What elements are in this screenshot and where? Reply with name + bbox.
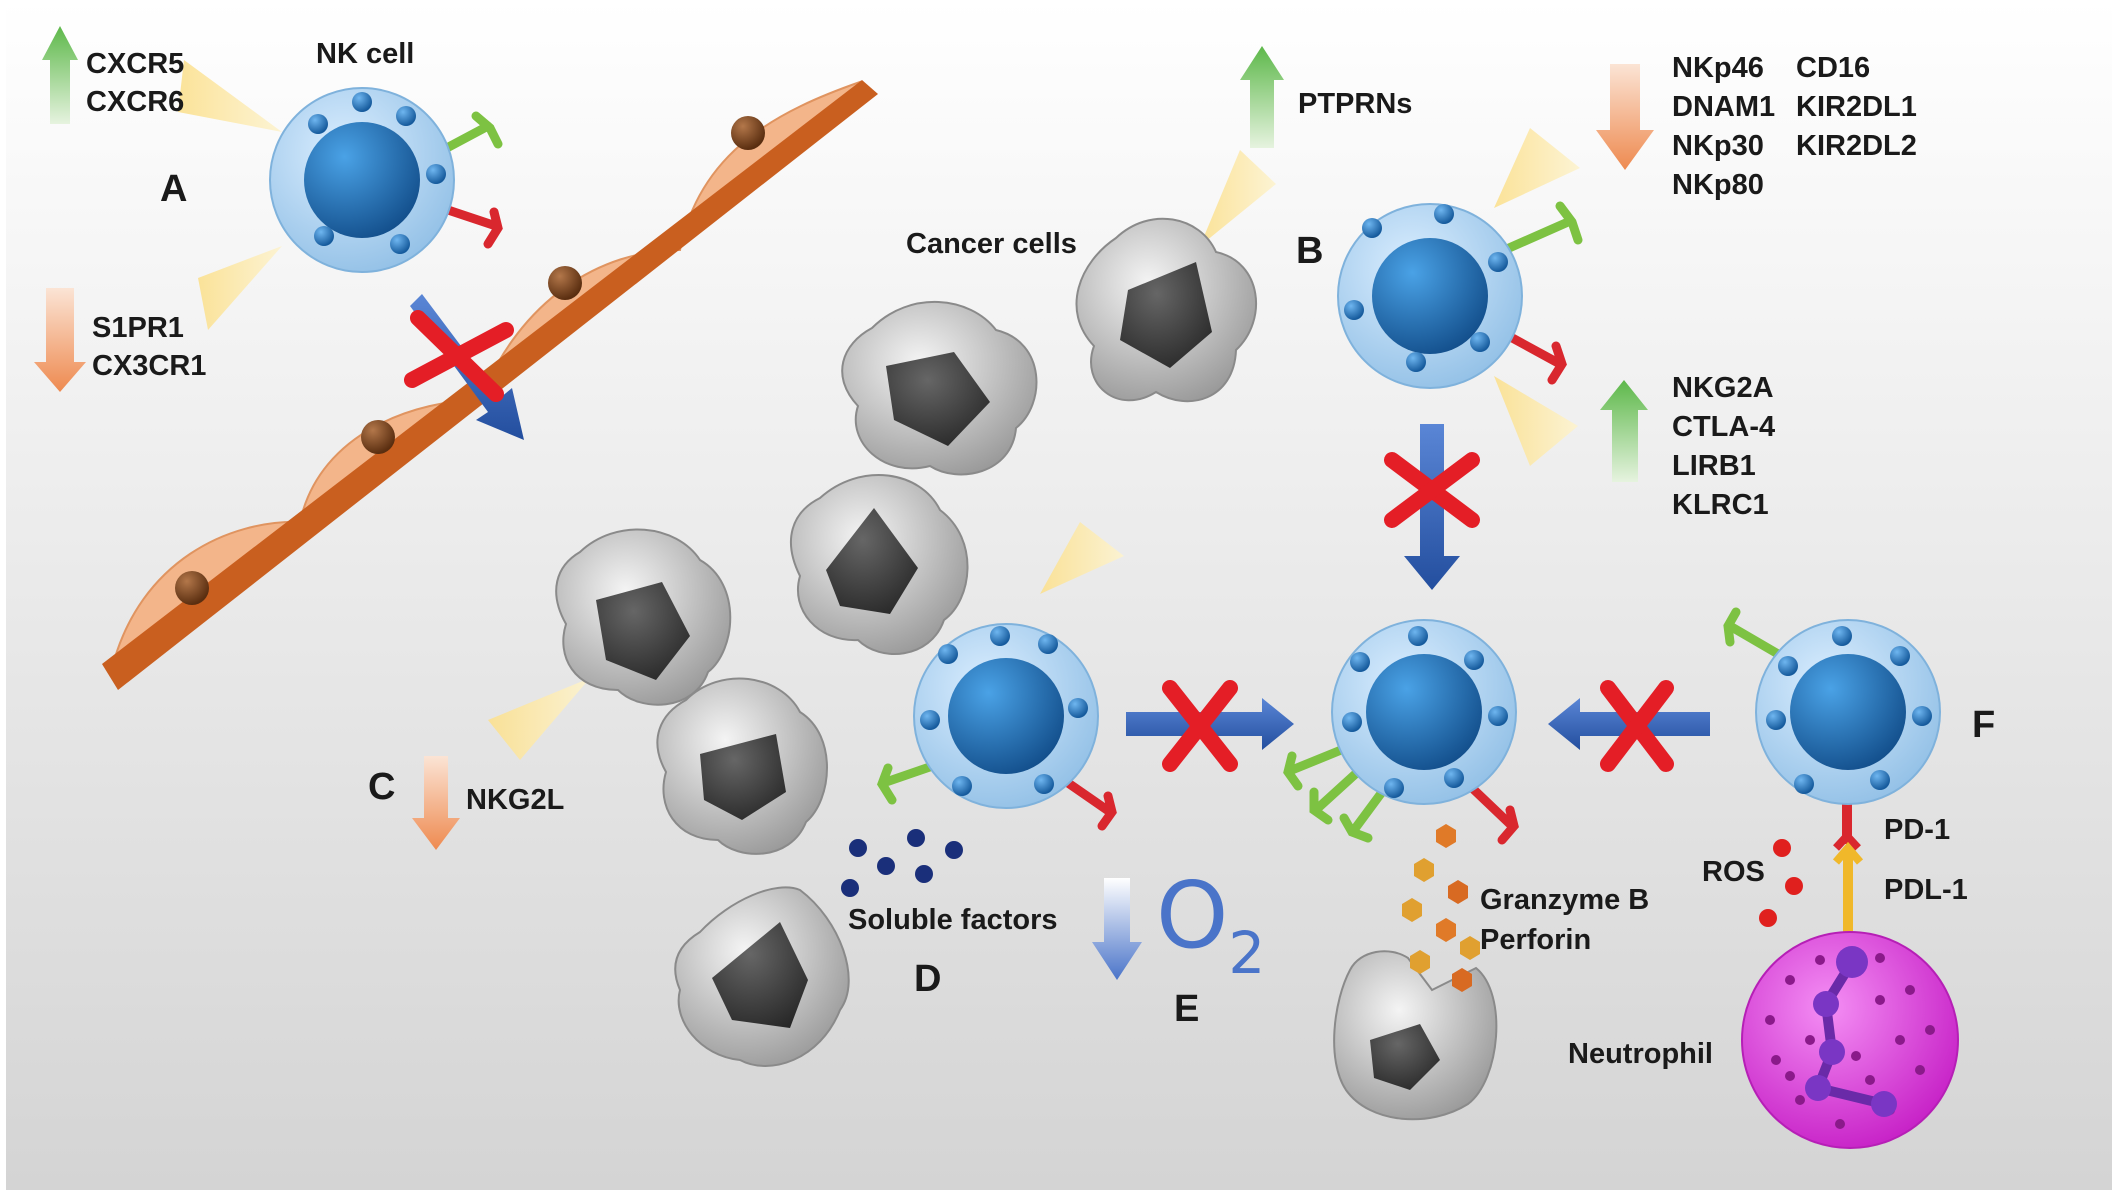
neutrophil-label: Neutrophil [1568,1038,1713,1070]
cone-a-top [178,60,282,132]
nk-cell-label: NK cell [316,38,415,70]
oxygen-label: O2 [1156,870,1265,983]
marker-down-b-3: NKp30 [1672,130,1764,162]
marker-up-b-4: KLRC1 [1672,489,1769,521]
marker-up-b-1: NKG2A [1672,372,1774,404]
marker-down-a-1: S1PR1 [92,312,184,344]
receptor-red [1465,781,1519,845]
pd1-label: PD-1 [1884,814,1951,846]
neutrophil [1741,841,1959,1149]
receptor-green [1309,763,1367,825]
down-arrow-c [412,756,460,850]
soluble-factors-label: Soluble factors [848,904,1058,936]
block-x-icon [1162,680,1238,772]
blocked-arrow-f [1548,680,1710,772]
marker-down-b-5: CD16 [1796,52,1871,84]
down-arrow-o2 [1092,878,1142,980]
cone-c [488,678,590,760]
marker-up-b-2: CTLA-4 [1672,411,1776,443]
cancer-cell [789,474,969,655]
down-arrow-b [1596,64,1654,170]
marker-down-a-2: CX3CR1 [92,350,207,382]
oxygen-symbol: O [1156,862,1229,969]
cancer-cell [656,677,828,855]
pd1-receptor-head [1833,830,1861,851]
lysed-cancer-cell [1333,950,1498,1121]
blocked-arrow-d [1126,680,1294,772]
panel-label-a: A [160,168,188,210]
block-x-icon [1600,680,1674,772]
nk-cell-b [1337,201,1583,389]
receptor-green [1283,743,1351,791]
pdl1-ligand [1843,852,1853,938]
nk-cell-d [877,623,1117,831]
marker-down-b-6: KIR2DL1 [1796,91,1917,123]
up-arrow-a [42,26,78,124]
cancer-cell [674,886,850,1067]
receptor-green [1495,201,1583,257]
blocked-arrow-a [404,294,524,440]
marker-up-a-2: CXCR6 [86,86,185,118]
up-arrow-ptprns [1240,46,1284,148]
cancer-cell [555,528,732,706]
marker-down-b-7: KIR2DL2 [1796,130,1917,162]
panel-label-e: E [1174,988,1200,1030]
cone-d-top [1040,522,1124,594]
panel-label-f: F [1972,704,1996,746]
marker-up-b-3: LIRB1 [1672,450,1756,482]
block-x-icon [1384,452,1480,528]
up-arrow-b [1600,380,1648,482]
endothelial-nucleus [175,571,209,605]
cancer-cells-label: Cancer cells [906,228,1077,260]
endothelial-nucleus [548,266,582,300]
marker-up-ptprns: PTPRNs [1298,88,1413,120]
cancer-cell [841,300,1038,476]
block-x-icon [404,310,514,402]
marker-down-c: NKG2L [466,784,565,816]
cone-b-right-top [1494,128,1580,208]
pd1-receptor [1842,800,1852,844]
cone-b-top [1200,150,1276,246]
panel-label-d: D [914,958,942,1000]
oxygen-subscript: 2 [1228,919,1266,987]
perforin-label: Perforin [1480,924,1592,956]
marker-down-b-4: NKp80 [1672,169,1764,201]
panel-label-c: C [368,766,396,808]
endothelial-nucleus [361,420,395,454]
marker-down-b-2: DNAM1 [1672,91,1776,123]
marker-up-a-1: CXCR5 [86,48,185,80]
cancer-cell [1075,217,1257,403]
ros-label: ROS [1702,856,1765,888]
pdl1-ligand-head [1832,841,1864,865]
panel-label-b: B [1296,230,1324,272]
endothelial-nucleus [731,116,765,150]
granzyme-label: Granzyme B [1480,884,1650,916]
marker-down-b-1: NKp46 [1672,52,1764,84]
regulation-arrows [34,26,1654,980]
cone-a-bottom [198,246,282,330]
soluble-factor-dots [841,829,963,897]
cone-b-right-bottom [1494,376,1578,466]
down-arrow-a [34,288,86,392]
signal-cones [178,60,1580,760]
ros-dots [1759,839,1803,927]
nk-cell-f [1723,607,1941,851]
nk-cell-a [269,87,503,273]
pdl1-label: PDL-1 [1884,874,1968,906]
blocked-arrow-b [1384,424,1480,590]
granzyme-perforin-granules [1402,824,1480,992]
receptor-green [1723,607,1783,659]
nk-cell-center [1283,619,1519,845]
